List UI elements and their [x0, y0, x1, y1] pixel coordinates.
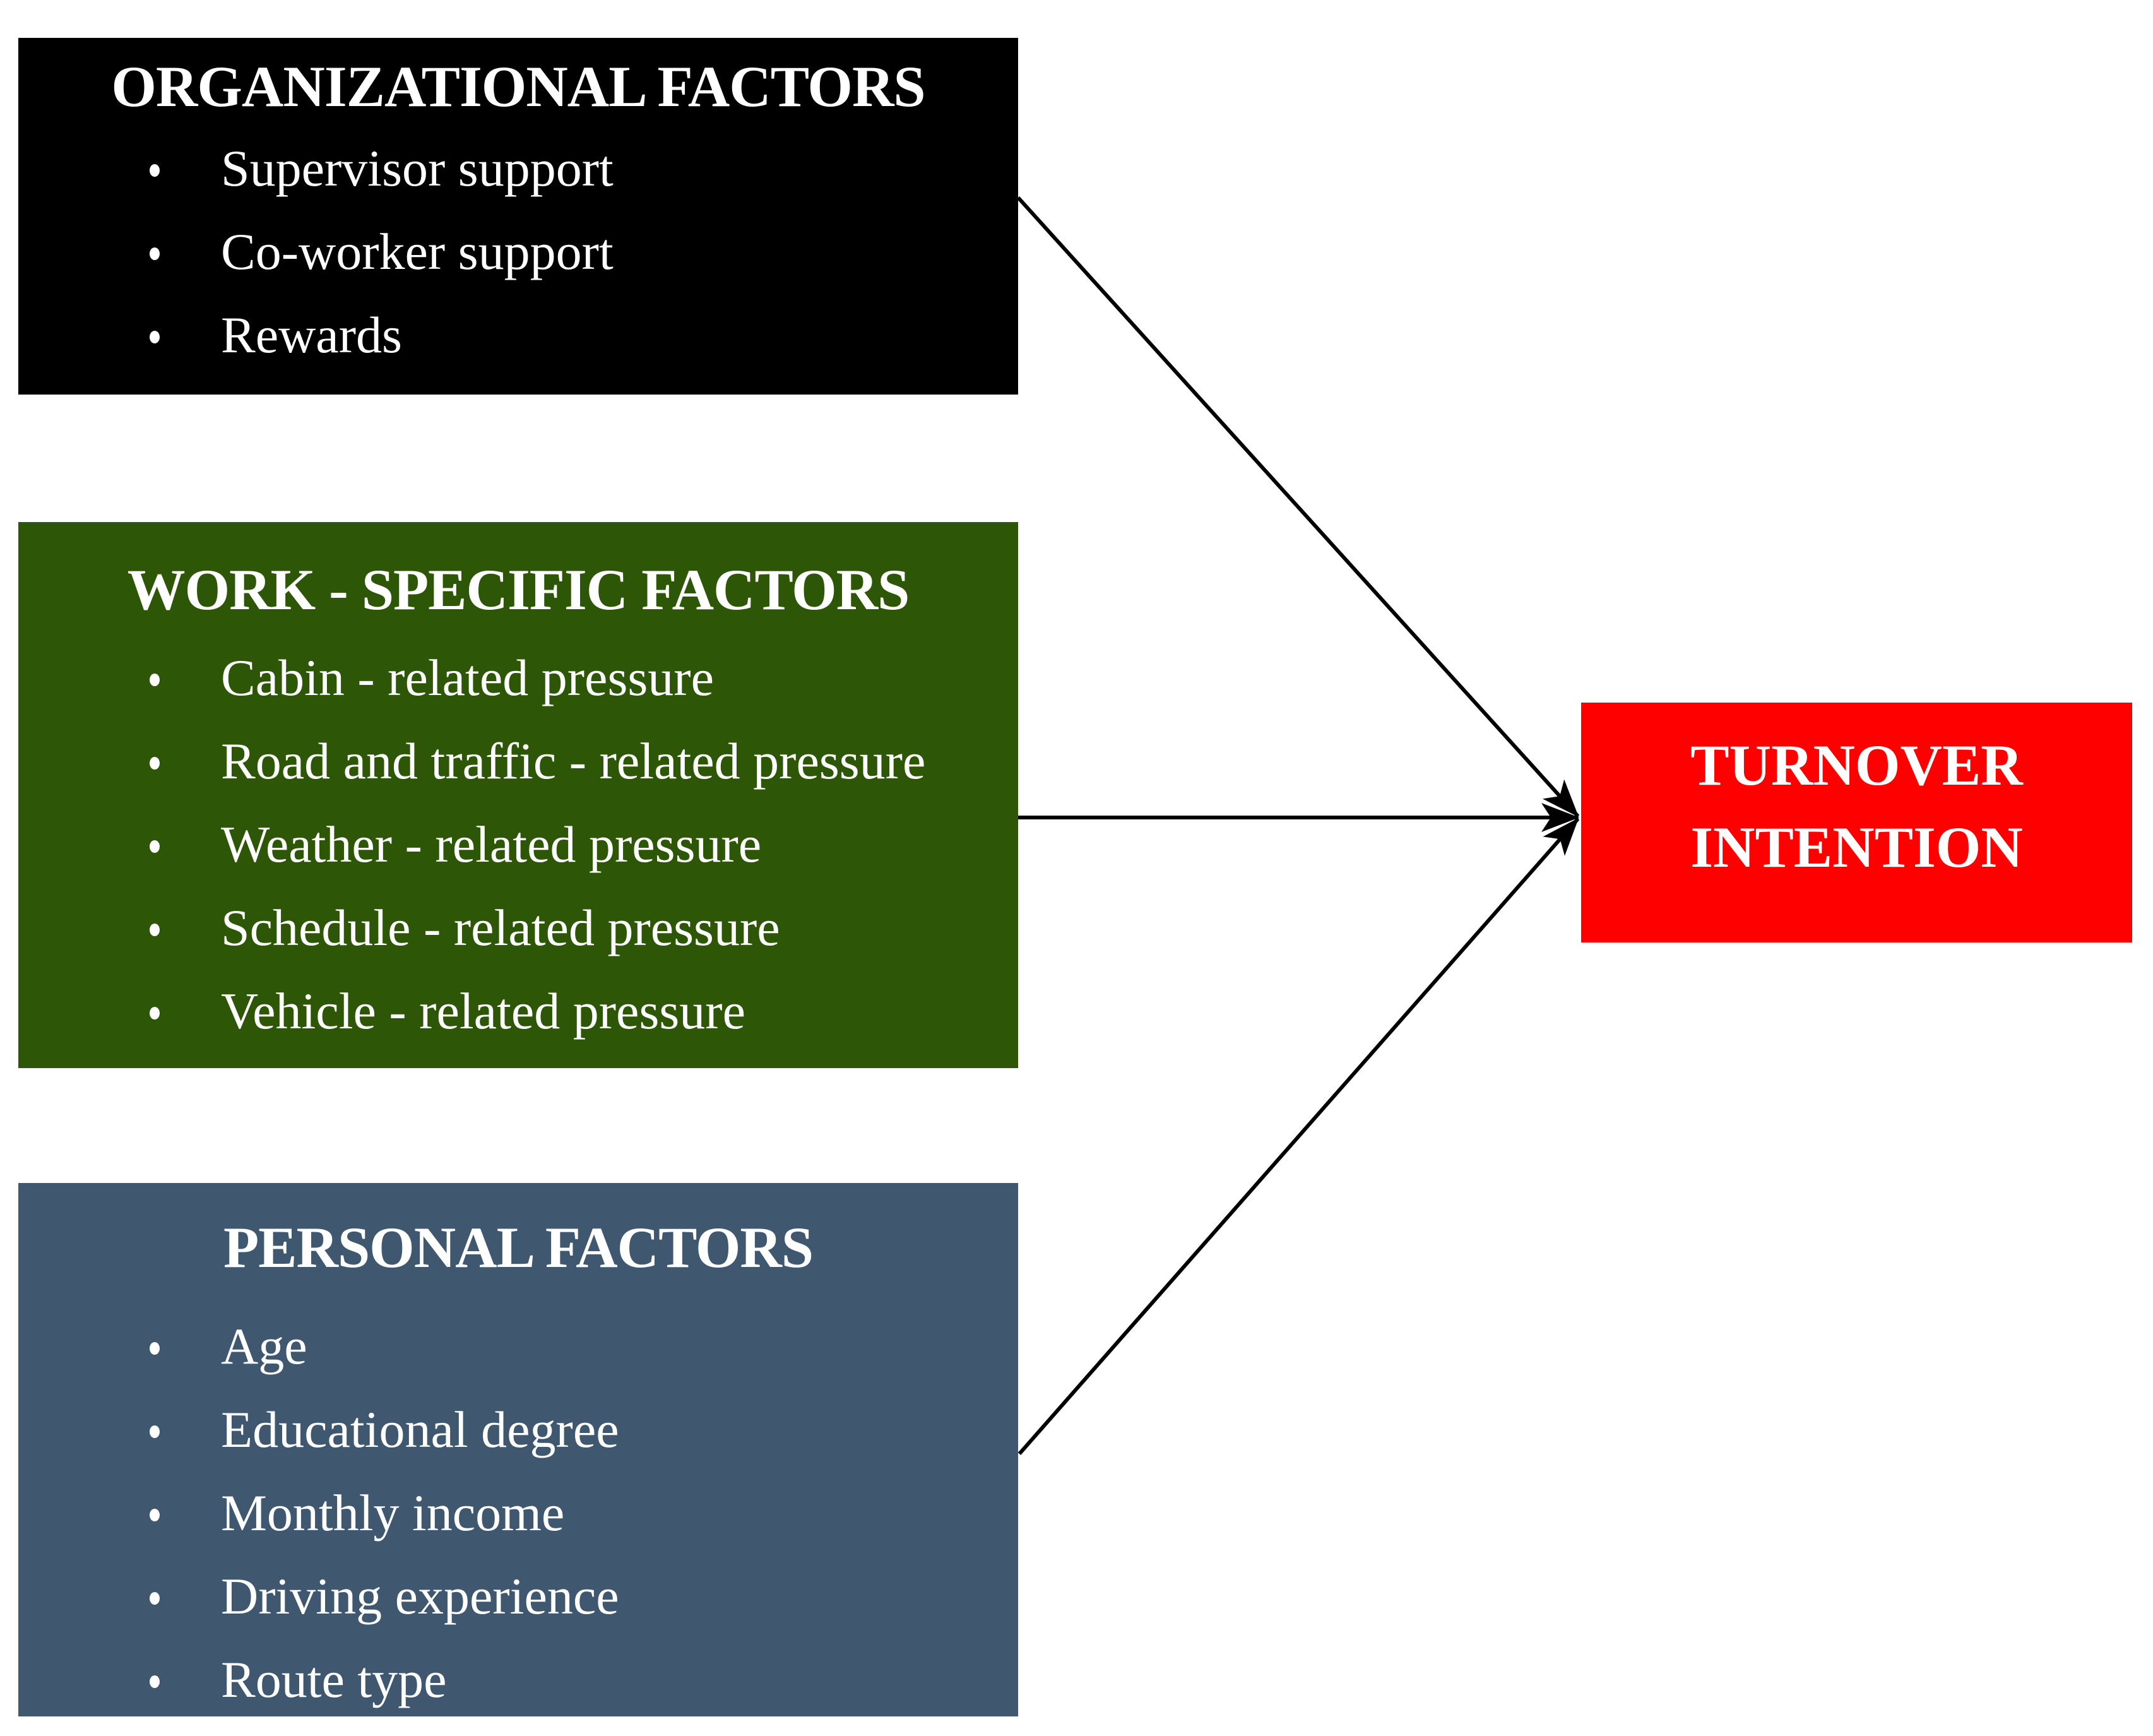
list-item: Age — [18, 1305, 1018, 1388]
work-specific-factors-list: Cabin - related pressure Road and traffi… — [18, 636, 1018, 1053]
bullet-dot-icon — [150, 757, 160, 770]
organizational-factors-title: ORGANIZATIONAL FACTORS — [111, 54, 925, 119]
personal-factors-box: PERSONAL FACTORS Age Educational degree … — [18, 1183, 1018, 1716]
turnover-intention-title-line1: TURNOVER — [1690, 733, 2023, 797]
personal-factors-list: Age Educational degree Monthly income Dr… — [18, 1305, 1018, 1721]
list-item-label: Weather - related pressure — [221, 816, 762, 873]
bullet-dot-icon — [150, 1342, 160, 1355]
bullet-dot-icon — [150, 840, 160, 853]
list-item: Co-worker support — [18, 210, 1018, 294]
turnover-intention-box: TURNOVER INTENTION — [1581, 703, 2132, 942]
list-item-label: Monthly income — [221, 1484, 565, 1542]
list-item: Rewards — [18, 294, 1018, 377]
list-item: Route type — [18, 1638, 1018, 1721]
turnover-intention-title-line2: INTENTION — [1690, 815, 2023, 879]
list-item-label: Age — [221, 1317, 307, 1375]
list-item: Schedule - related pressure — [18, 886, 1018, 970]
bullet-dot-icon — [150, 331, 160, 343]
bullet-dot-icon — [150, 924, 160, 936]
list-item-label: Supervisor support — [221, 140, 614, 197]
list-item-label: Route type — [221, 1651, 447, 1708]
list-item-label: Road and traffic - related pressure — [221, 732, 926, 790]
list-item: Road and traffic - related pressure — [18, 720, 1018, 803]
bullet-dot-icon — [150, 1425, 160, 1438]
bullet-dot-icon — [150, 1509, 160, 1521]
arrow-organizational-to-turnover — [1016, 196, 1580, 818]
list-item: Educational degree — [18, 1388, 1018, 1471]
bullet-dot-icon — [150, 164, 160, 177]
bullet-dot-icon — [150, 1007, 160, 1020]
arrow-personal-to-turnover — [1017, 817, 1580, 1455]
list-item: Weather - related pressure — [18, 803, 1018, 886]
list-item: Vehicle - related pressure — [18, 970, 1018, 1053]
work-specific-factors-box: WORK - SPECIFIC FACTORS Cabin - related … — [18, 522, 1018, 1068]
organizational-factors-box: ORGANIZATIONAL FACTORS Supervisor suppor… — [18, 38, 1018, 395]
list-item: Cabin - related pressure — [18, 636, 1018, 720]
list-item: Supervisor support — [18, 127, 1018, 210]
list-item-label: Educational degree — [221, 1401, 619, 1458]
list-item-label: Vehicle - related pressure — [221, 982, 745, 1040]
list-item-label: Cabin - related pressure — [221, 649, 714, 706]
work-specific-factors-title: WORK - SPECIFIC FACTORS — [127, 557, 910, 622]
list-item-label: Co-worker support — [221, 223, 614, 280]
bullet-dot-icon — [150, 1675, 160, 1688]
list-item-label: Driving experience — [221, 1567, 619, 1625]
list-item: Driving experience — [18, 1555, 1018, 1638]
bullet-dot-icon — [150, 247, 160, 260]
organizational-factors-list: Supervisor support Co-worker support Rew… — [18, 127, 1018, 377]
list-item-label: Schedule - related pressure — [221, 899, 780, 956]
list-item: Monthly income — [18, 1471, 1018, 1555]
bullet-dot-icon — [150, 1592, 160, 1605]
personal-factors-title: PERSONAL FACTORS — [223, 1215, 814, 1280]
list-item-label: Rewards — [221, 306, 402, 364]
bullet-dot-icon — [150, 674, 160, 686]
